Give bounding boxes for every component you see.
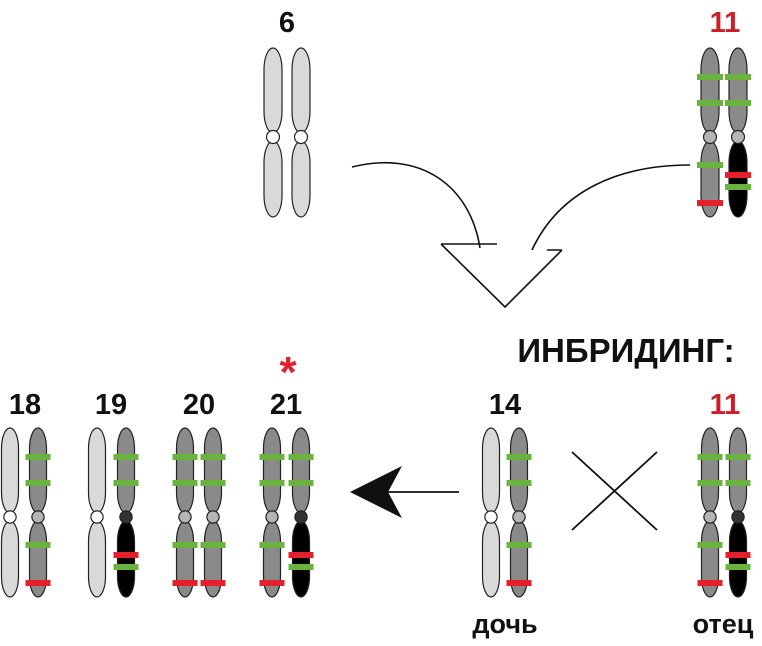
asterisk-marker: * xyxy=(279,348,297,397)
label-18: 18 xyxy=(9,389,41,421)
red-band xyxy=(172,580,198,586)
chromatid-6b xyxy=(291,47,311,218)
green-band xyxy=(697,542,723,548)
green-band xyxy=(697,162,723,168)
green-band xyxy=(259,542,285,548)
label-father: отец xyxy=(693,609,754,639)
label-daughter: дочь xyxy=(472,609,537,639)
chromatid-18a xyxy=(0,427,20,598)
green-band xyxy=(725,74,751,80)
green-band xyxy=(725,480,751,486)
green-band xyxy=(200,542,226,548)
chromosomes-group xyxy=(0,47,751,598)
red-band xyxy=(697,580,723,586)
label-21: 21 xyxy=(270,389,302,421)
green-band xyxy=(725,100,751,106)
green-band xyxy=(25,480,51,486)
x-icon xyxy=(571,451,658,531)
green-band xyxy=(725,564,751,570)
chromatid-20b xyxy=(200,427,226,598)
chromatid-14a xyxy=(481,427,501,598)
green-band xyxy=(725,454,751,460)
green-band xyxy=(172,542,198,548)
chromatid-11b xyxy=(725,47,751,218)
green-band xyxy=(506,454,532,460)
green-band xyxy=(113,454,139,460)
chromatid-18b xyxy=(25,427,51,598)
green-band xyxy=(259,480,285,486)
chromatid-20a xyxy=(172,427,198,598)
green-band xyxy=(25,542,51,548)
green-band xyxy=(172,454,198,460)
inbreeding-label: ИНБРИДИНГ: xyxy=(517,332,734,369)
red-band xyxy=(506,580,532,586)
chromatid-19a xyxy=(87,427,107,598)
label-20: 20 xyxy=(183,389,215,421)
red-band xyxy=(200,580,226,586)
chromatid-19b xyxy=(113,427,139,598)
green-band xyxy=(697,100,723,106)
label-14: 14 xyxy=(489,389,521,421)
green-band xyxy=(200,454,226,460)
green-band xyxy=(288,480,314,486)
green-band xyxy=(288,454,314,460)
green-band xyxy=(725,184,751,190)
red-band xyxy=(725,172,751,178)
chromatid-11a xyxy=(697,47,723,218)
red-band xyxy=(25,580,51,586)
chromatid-11c xyxy=(697,427,723,598)
chromatid-21a xyxy=(259,427,285,598)
green-band xyxy=(25,454,51,460)
red-band xyxy=(288,552,314,558)
chromatid-14b xyxy=(506,427,532,598)
green-band xyxy=(200,480,226,486)
red-band xyxy=(725,552,751,558)
label-11-top: 11 xyxy=(710,7,741,39)
chromatid-11d xyxy=(725,427,751,598)
green-band xyxy=(506,542,532,548)
red-band xyxy=(259,580,285,586)
green-band xyxy=(697,454,723,460)
arrow-left-icon xyxy=(350,466,459,518)
chromatid-6a xyxy=(263,47,283,218)
merge-arrow-icon xyxy=(351,162,691,309)
green-band xyxy=(259,454,285,460)
red-band xyxy=(113,552,139,558)
green-band xyxy=(697,74,723,80)
green-band xyxy=(113,480,139,486)
red-band xyxy=(697,200,723,206)
green-band xyxy=(697,480,723,486)
green-band xyxy=(113,564,139,570)
label-19: 19 xyxy=(95,389,127,421)
green-band xyxy=(172,480,198,486)
label-11-bottom: 11 xyxy=(710,389,741,421)
green-band xyxy=(506,480,532,486)
chromatid-21b xyxy=(288,427,314,598)
green-band xyxy=(288,564,314,570)
label-6: 6 xyxy=(279,7,295,39)
